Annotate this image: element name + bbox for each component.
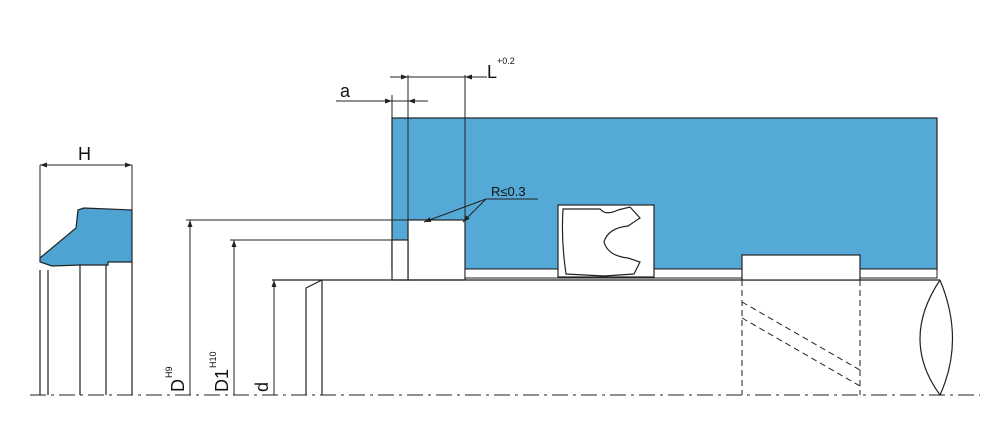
rod-diameter-label: d bbox=[252, 382, 272, 392]
installed-seal-profile bbox=[561, 206, 641, 277]
seal-groove bbox=[407, 219, 466, 281]
height-label: H bbox=[78, 144, 91, 164]
seal-cross-section: H bbox=[39, 144, 133, 395]
housing-body bbox=[391, 117, 938, 270]
housing bbox=[391, 75, 938, 281]
groove-diameter-label: D1 bbox=[212, 369, 232, 392]
dimensions: L +0.2 a R≤0.3 D H9 D1 H10 d bbox=[164, 56, 538, 395]
bore-diameter-label: D bbox=[168, 379, 188, 392]
rod bbox=[30, 254, 980, 397]
seal-profile bbox=[39, 207, 133, 267]
bore-tolerance: H9 bbox=[164, 366, 174, 378]
groove-length-label: L bbox=[487, 62, 497, 82]
chamfer-label: a bbox=[340, 81, 351, 101]
installed-seal bbox=[557, 204, 655, 278]
groove-length-tolerance: +0.2 bbox=[497, 56, 515, 66]
radius-note: R≤0.3 bbox=[491, 184, 526, 199]
groove-tolerance: H10 bbox=[208, 351, 218, 368]
